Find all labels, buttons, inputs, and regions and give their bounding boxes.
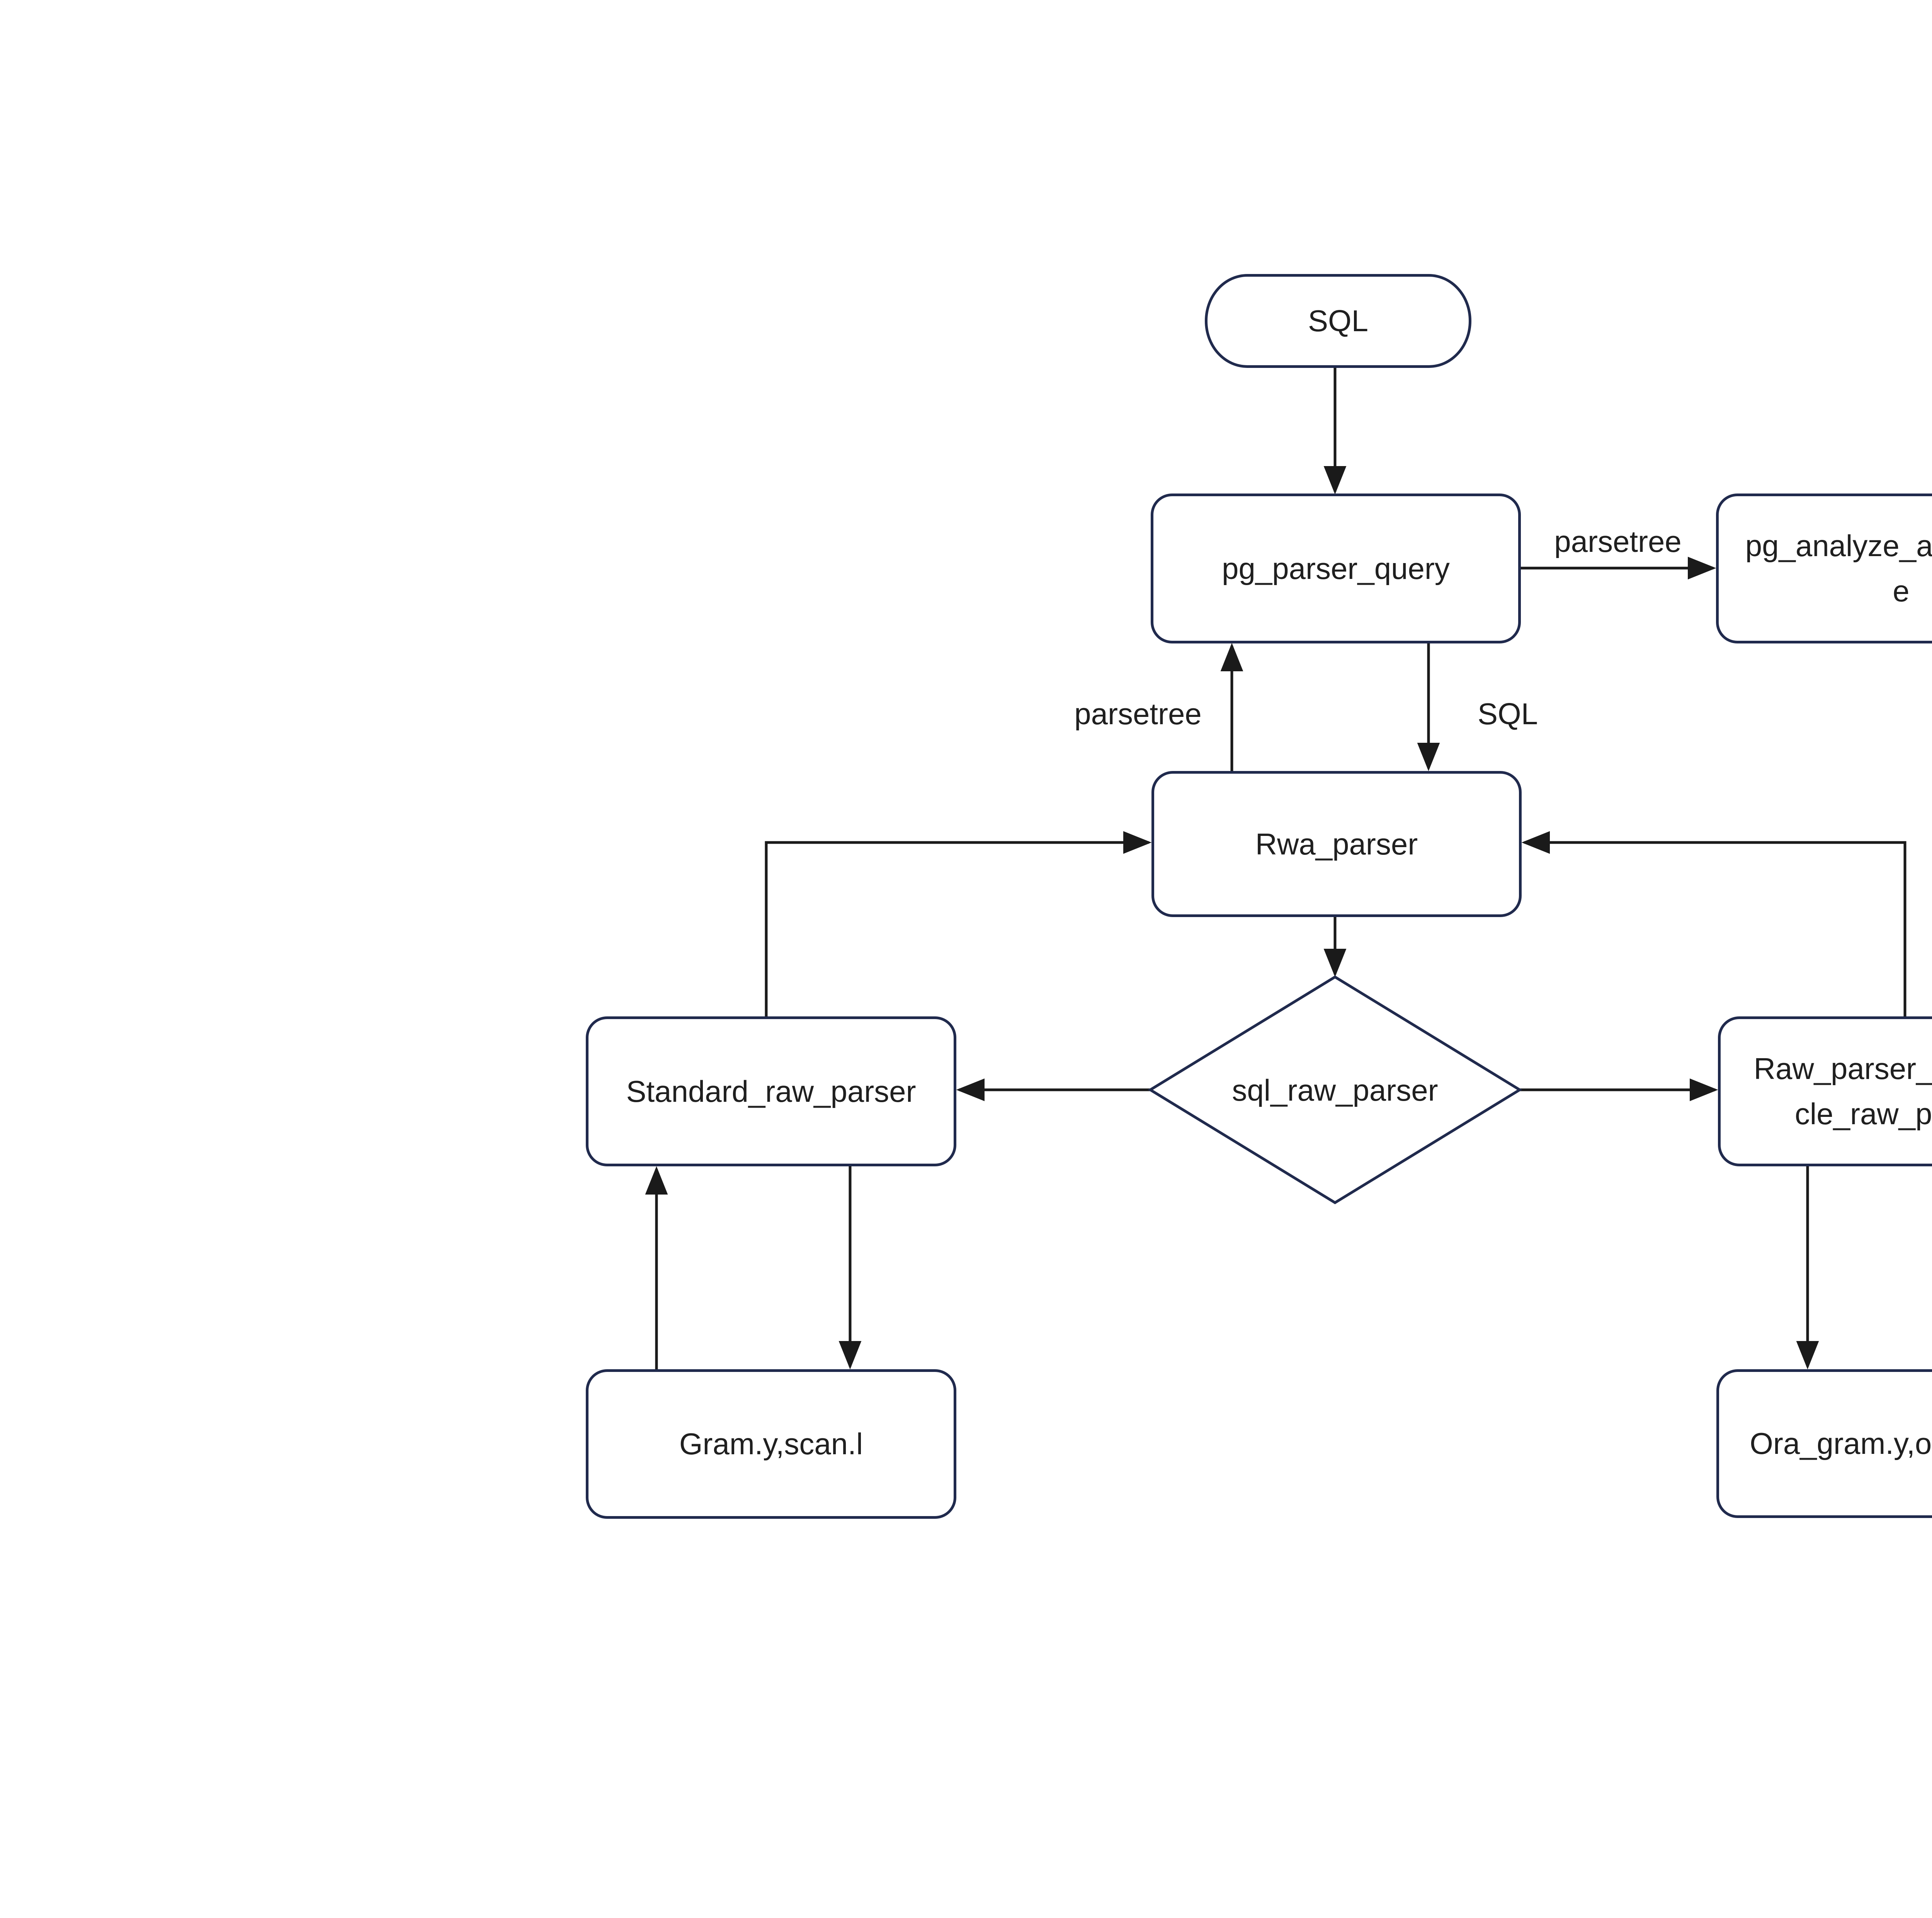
edge-rawparserhook-to-rwaparser-elbow bbox=[1521, 831, 1906, 1016]
node-label: Raw_parser_hook(oracle_raw_parser) bbox=[1753, 1052, 1932, 1131]
node-label: Ora_gram.y,ora_scan.l bbox=[1750, 1426, 1932, 1460]
node-raw-parser-hook: Raw_parser_hook(oracle_raw_parser) bbox=[1718, 1016, 1932, 1166]
node-rwa-parser: Rwa_parser bbox=[1151, 771, 1522, 917]
node-label: SQL bbox=[1308, 304, 1369, 338]
node-sql-start: SQL bbox=[1205, 274, 1471, 368]
node-ora-gram-scan: Ora_gram.y,ora_scan.l bbox=[1716, 1369, 1932, 1518]
edge-label-sql-down: SQL bbox=[1473, 696, 1542, 732]
node-gram-scan: Gram.y,scan.l bbox=[586, 1369, 956, 1519]
node-pg-parser-query: pg_parser_query bbox=[1151, 494, 1521, 643]
node-label: Gram.y,scan.l bbox=[679, 1427, 863, 1461]
node-label: pg_parser_query bbox=[1222, 551, 1450, 585]
node-label: Standard_raw_parser bbox=[626, 1074, 916, 1108]
node-label: pg_analyze_and_rewrite bbox=[1745, 529, 1932, 608]
node-sql-raw-parser-label: sql_raw_parser bbox=[1232, 1073, 1438, 1108]
node-pg-analyze-and-rewrite: pg_analyze_and_rewrite bbox=[1716, 494, 1932, 643]
decision-sql-raw-parser-shape bbox=[1148, 975, 1522, 1205]
edge-label-parsetree-up: parsetree bbox=[1070, 696, 1206, 732]
edge-standardrawparser-to-rwaparser-elbow bbox=[765, 831, 1152, 1016]
node-standard-raw-parser: Standard_raw_parser bbox=[586, 1016, 956, 1166]
node-label: Rwa_parser bbox=[1255, 827, 1418, 861]
edge-label-parsetree-top: parsetree bbox=[1550, 524, 1685, 560]
